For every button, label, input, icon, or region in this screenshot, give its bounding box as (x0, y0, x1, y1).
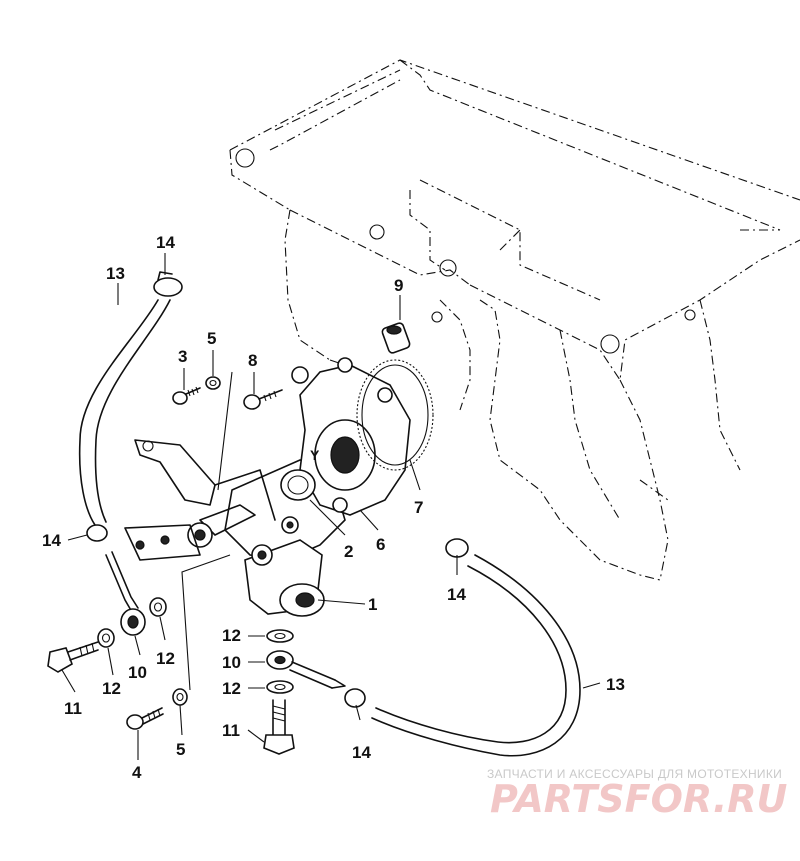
callout-y: Y (310, 447, 320, 463)
crankcase-bolt-holes (235, 148, 696, 354)
screw-8 (243, 389, 283, 410)
callout-2: 2 (344, 542, 353, 561)
watermark: ЗАПЧАСТИ И АКСЕССУАРЫ ДЛЯ МОТОТЕХНИКИ PA… (487, 767, 788, 821)
callout-12: 12 (222, 679, 241, 698)
hose-clamp-left (86, 524, 108, 542)
callout-1: 1 (368, 595, 377, 614)
banjo-fitting-center (266, 650, 346, 689)
callout-12: 12 (102, 679, 121, 698)
callout-7: 7 (414, 498, 423, 517)
gasket-ring (356, 359, 434, 471)
callout-11: 11 (222, 721, 240, 740)
banjo-bolt-center (263, 699, 295, 755)
washer-12-center-lower (266, 680, 294, 694)
callouts: 14 13 3 5 8 9 Y 7 2 6 14 14 1 12 10 12 1… (42, 233, 625, 782)
callout-12: 12 (156, 649, 175, 668)
oil-hose-lower (371, 554, 581, 757)
callout-14: 14 (156, 233, 175, 252)
engine-crankcase-outline (229, 59, 800, 581)
callout-13: 13 (606, 675, 625, 694)
leader-lines (61, 253, 601, 760)
callout-9: 9 (394, 276, 403, 295)
callout-14: 14 (447, 585, 466, 604)
dowel-pin (381, 322, 411, 354)
washer-5-bottom (172, 688, 188, 706)
callout-4: 4 (132, 763, 142, 782)
washer-12-left-upper (149, 597, 167, 617)
o-ring (280, 469, 316, 501)
screw-3 (172, 386, 201, 405)
washer-12-center-upper (266, 629, 294, 643)
callout-5: 5 (207, 329, 216, 348)
callout-3: 3 (178, 347, 187, 366)
hose-clamp-right (445, 538, 469, 558)
screw-4 (126, 707, 164, 730)
banjo-bolt-left (47, 641, 99, 673)
washer-12-left-lower (97, 628, 115, 648)
callout-14: 14 (352, 743, 371, 762)
hose-clamp-top (153, 271, 183, 297)
banjo-fitting-left (105, 551, 146, 636)
callout-14: 14 (42, 531, 61, 550)
watermark-tagline: ЗАПЧАСТИ И АКСЕССУАРЫ ДЛЯ МОТОТЕХНИКИ (487, 767, 782, 781)
callout-10: 10 (128, 663, 147, 682)
callout-5: 5 (176, 740, 185, 759)
callout-6: 6 (376, 535, 385, 554)
callout-8: 8 (248, 351, 257, 370)
watermark-logo: PARTSFOR.RU (490, 777, 788, 821)
callout-10: 10 (222, 653, 241, 672)
callout-13: 13 (106, 264, 125, 283)
washer-5-top (205, 376, 221, 390)
hose-clamp-bottom (344, 688, 366, 708)
callout-11: 11 (64, 699, 82, 718)
callout-12: 12 (222, 626, 241, 645)
oil-hose-upper (78, 299, 171, 526)
